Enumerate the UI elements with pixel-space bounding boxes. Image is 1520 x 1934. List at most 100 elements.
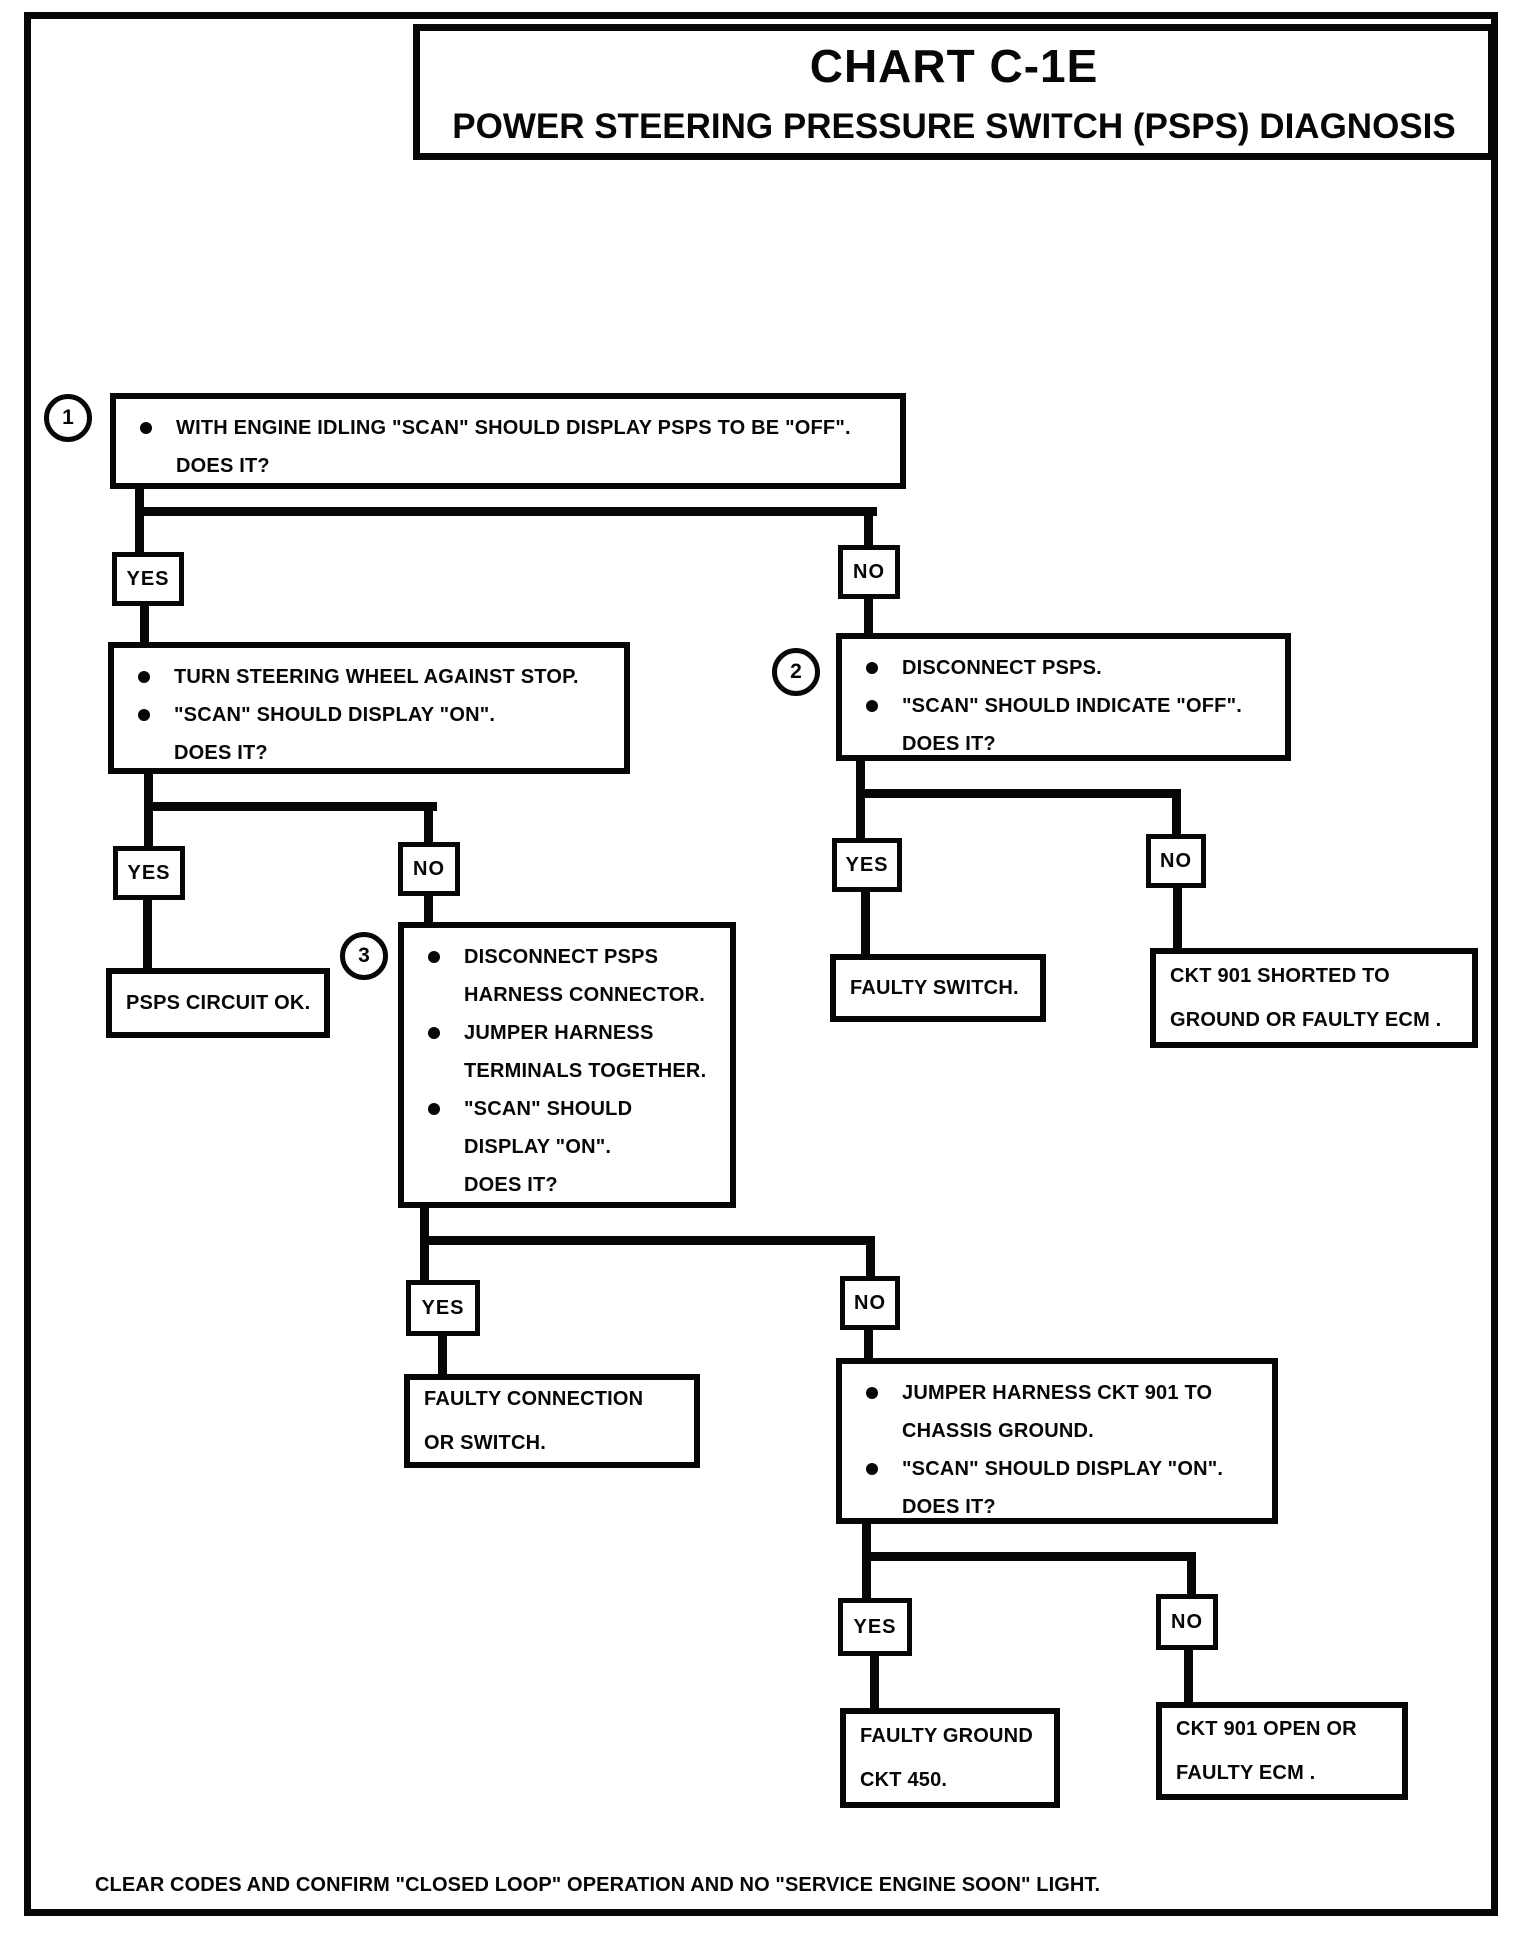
chart-subtitle: POWER STEERING PRESSURE SWITCH (PSPS) DI… bbox=[452, 107, 1456, 146]
yes-tag-4: YES bbox=[406, 1280, 480, 1336]
yes-tag-2: YES bbox=[113, 846, 185, 900]
no-label: NO bbox=[853, 560, 885, 583]
connector-line bbox=[1172, 789, 1181, 834]
yes-label: YES bbox=[126, 567, 170, 590]
result-box-faulty-switch: FAULTY SWITCH. bbox=[830, 954, 1046, 1022]
bullet-icon bbox=[132, 409, 176, 447]
step-number-3: 3 bbox=[340, 932, 388, 980]
connector-line bbox=[140, 604, 149, 644]
yes-tag-1: YES bbox=[112, 552, 184, 606]
result-text: FAULTY ECM . bbox=[1176, 1762, 1316, 1784]
step4-line3: "SCAN" SHOULD DISPLAY "ON". bbox=[902, 1458, 1224, 1480]
yes-label: YES bbox=[127, 861, 171, 884]
bullet-icon bbox=[420, 1090, 464, 1128]
result-box-ckt901-open: CKT 901 OPEN OR FAULTY ECM . bbox=[1156, 1702, 1408, 1800]
connector-line bbox=[862, 1552, 1196, 1561]
no-label: NO bbox=[1160, 849, 1192, 872]
yes-label: YES bbox=[421, 1296, 465, 1319]
result-box-ckt901-shorted: CKT 901 SHORTED TO GROUND OR FAULTY ECM … bbox=[1150, 948, 1478, 1048]
step-number-label: 3 bbox=[358, 944, 370, 967]
step-number-label: 1 bbox=[62, 406, 74, 429]
connector-line bbox=[856, 789, 1181, 798]
result-box-faulty-connection: FAULTY CONNECTION OR SWITCH. bbox=[404, 1374, 700, 1468]
result-box-psps-circuit-ok: PSPS CIRCUIT OK. bbox=[106, 968, 330, 1038]
result-text: PSPS CIRCUIT OK. bbox=[126, 992, 311, 1014]
connector-line bbox=[143, 898, 152, 970]
connector-line bbox=[870, 1654, 879, 1708]
result-text: FAULTY CONNECTION bbox=[424, 1388, 644, 1410]
page-border bbox=[24, 12, 1498, 1916]
connector-line bbox=[135, 487, 144, 554]
yes-tag-5: YES bbox=[838, 1598, 912, 1656]
step1-box: WITH ENGINE IDLING "SCAN" SHOULD DISPLAY… bbox=[110, 393, 906, 489]
no-label: NO bbox=[413, 857, 445, 880]
connector-line bbox=[856, 759, 865, 838]
result-text: GROUND OR FAULTY ECM . bbox=[1170, 1009, 1442, 1031]
step1-line1: WITH ENGINE IDLING "SCAN" SHOULD DISPLAY… bbox=[176, 417, 851, 439]
bullet-icon bbox=[130, 696, 174, 734]
step1yes-line3: DOES IT? bbox=[174, 742, 268, 764]
bullet-icon bbox=[858, 687, 902, 725]
step-number-1: 1 bbox=[44, 394, 92, 442]
result-text: FAULTY GROUND bbox=[860, 1725, 1033, 1747]
step3-box: DISCONNECT PSPS HARNESS CONNECTOR. JUMPE… bbox=[398, 922, 736, 1208]
no-tag-1: NO bbox=[838, 545, 900, 599]
result-text: CKT 901 SHORTED TO bbox=[1170, 965, 1390, 987]
step2-box: DISCONNECT PSPS. "SCAN" SHOULD INDICATE … bbox=[836, 633, 1291, 761]
connector-line bbox=[438, 1334, 447, 1374]
no-label: NO bbox=[1171, 1610, 1203, 1633]
result-text: FAULTY SWITCH. bbox=[850, 977, 1019, 999]
step-number-label: 2 bbox=[790, 660, 802, 683]
yes-label: YES bbox=[845, 853, 889, 876]
title-box: CHART C-1E POWER STEERING PRESSURE SWITC… bbox=[413, 24, 1495, 160]
no-label: NO bbox=[854, 1291, 886, 1314]
bullet-icon bbox=[858, 1374, 902, 1412]
step4-line1: JUMPER HARNESS CKT 901 TO bbox=[902, 1382, 1213, 1404]
step2-line2: "SCAN" SHOULD INDICATE "OFF". bbox=[902, 695, 1243, 717]
bullet-icon bbox=[858, 1450, 902, 1488]
step1-line2: DOES IT? bbox=[176, 455, 270, 477]
step1yes-line2: "SCAN" SHOULD DISPLAY "ON". bbox=[174, 704, 496, 726]
connector-line bbox=[424, 894, 433, 926]
result-box-faulty-ground: FAULTY GROUND CKT 450. bbox=[840, 1708, 1060, 1808]
yes-tag-3: YES bbox=[832, 838, 902, 892]
step2-line1: DISCONNECT PSPS. bbox=[902, 657, 1102, 679]
step3-line2: HARNESS CONNECTOR. bbox=[464, 984, 706, 1006]
connector-line bbox=[1184, 1648, 1193, 1702]
result-text: CKT 901 OPEN OR bbox=[1176, 1718, 1357, 1740]
step3-line6: DISPLAY "ON". bbox=[464, 1136, 612, 1158]
yes-label: YES bbox=[853, 1615, 897, 1638]
connector-line bbox=[424, 802, 433, 842]
step4-line2: CHASSIS GROUND. bbox=[902, 1420, 1094, 1442]
connector-line bbox=[1173, 888, 1182, 948]
step1yes-line1: TURN STEERING WHEEL AGAINST STOP. bbox=[174, 666, 579, 688]
bullet-icon bbox=[858, 649, 902, 687]
footer-note: CLEAR CODES AND CONFIRM "CLOSED LOOP" OP… bbox=[95, 1874, 1101, 1896]
step2-line3: DOES IT? bbox=[902, 733, 996, 755]
step3-line3: JUMPER HARNESS bbox=[464, 1022, 654, 1044]
result-text: CKT 450. bbox=[860, 1769, 948, 1791]
step4-box: JUMPER HARNESS CKT 901 TO CHASSIS GROUND… bbox=[836, 1358, 1278, 1524]
no-tag-2: NO bbox=[398, 842, 460, 896]
step1-yes-box: TURN STEERING WHEEL AGAINST STOP. "SCAN"… bbox=[108, 642, 630, 774]
bullet-icon bbox=[420, 938, 464, 976]
no-tag-5: NO bbox=[1156, 1594, 1218, 1650]
no-tag-4: NO bbox=[840, 1276, 900, 1330]
connector-line bbox=[144, 802, 437, 811]
step4-line4: DOES IT? bbox=[902, 1496, 996, 1518]
connector-line bbox=[135, 507, 877, 516]
connector-line bbox=[861, 892, 870, 954]
no-tag-3: NO bbox=[1146, 834, 1206, 888]
chart-title: CHART C-1E bbox=[809, 40, 1099, 92]
connector-line bbox=[864, 597, 873, 635]
connector-line bbox=[864, 507, 873, 547]
connector-line bbox=[864, 1328, 873, 1360]
connector-line bbox=[1187, 1552, 1196, 1594]
bullet-icon bbox=[420, 1014, 464, 1052]
connector-line bbox=[866, 1236, 875, 1276]
connector-line bbox=[420, 1236, 875, 1245]
step3-line7: DOES IT? bbox=[464, 1174, 558, 1196]
step3-line5: "SCAN" SHOULD bbox=[464, 1098, 633, 1120]
result-text: OR SWITCH. bbox=[424, 1432, 546, 1454]
